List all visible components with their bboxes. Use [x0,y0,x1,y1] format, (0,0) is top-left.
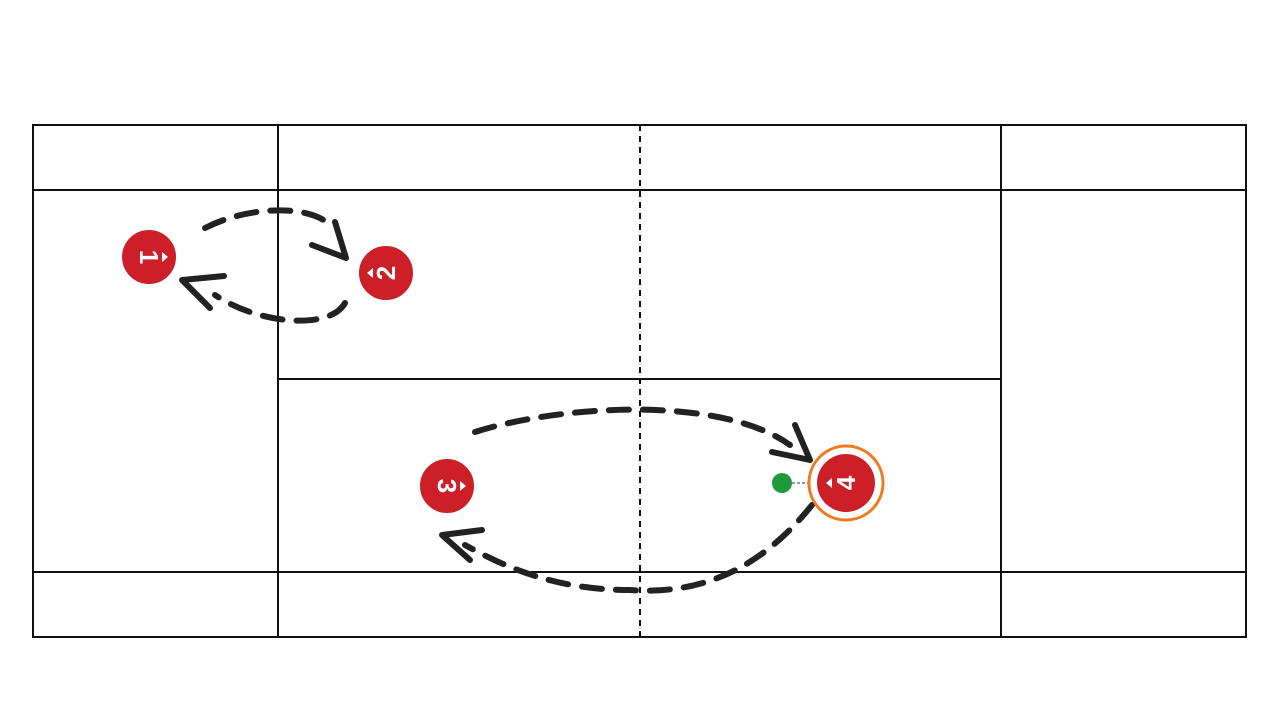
player-3-label: 3 [432,479,462,493]
arrow-head-4-to-3 [439,527,485,563]
arrow-path-2-to-1 [212,292,348,324]
player-1[interactable]: 1 [120,228,178,286]
player-4-label: 4 [831,475,861,490]
direction-icon [162,252,168,262]
arrow-path-3-to-4 [472,406,793,448]
direction-icon [367,268,373,278]
direction-icon [826,478,832,488]
arrow-head-3-to-4 [769,422,813,463]
rotation-handle[interactable] [772,473,792,493]
movement-arrows [179,207,815,594]
player-4[interactable]: 4 [772,444,885,522]
arrow-path-1-to-2 [202,207,333,231]
direction-icon [460,481,466,491]
arrow-head-2-to-1 [179,273,227,311]
arrow-head-1-to-2 [309,219,349,261]
player-2[interactable]: 2 [357,244,415,302]
court [32,124,1247,638]
player-2-label: 2 [371,266,401,280]
player-1-label: 1 [134,250,164,264]
arrow-path-4-to-3 [462,502,815,594]
player-3[interactable]: 3 [418,457,476,515]
